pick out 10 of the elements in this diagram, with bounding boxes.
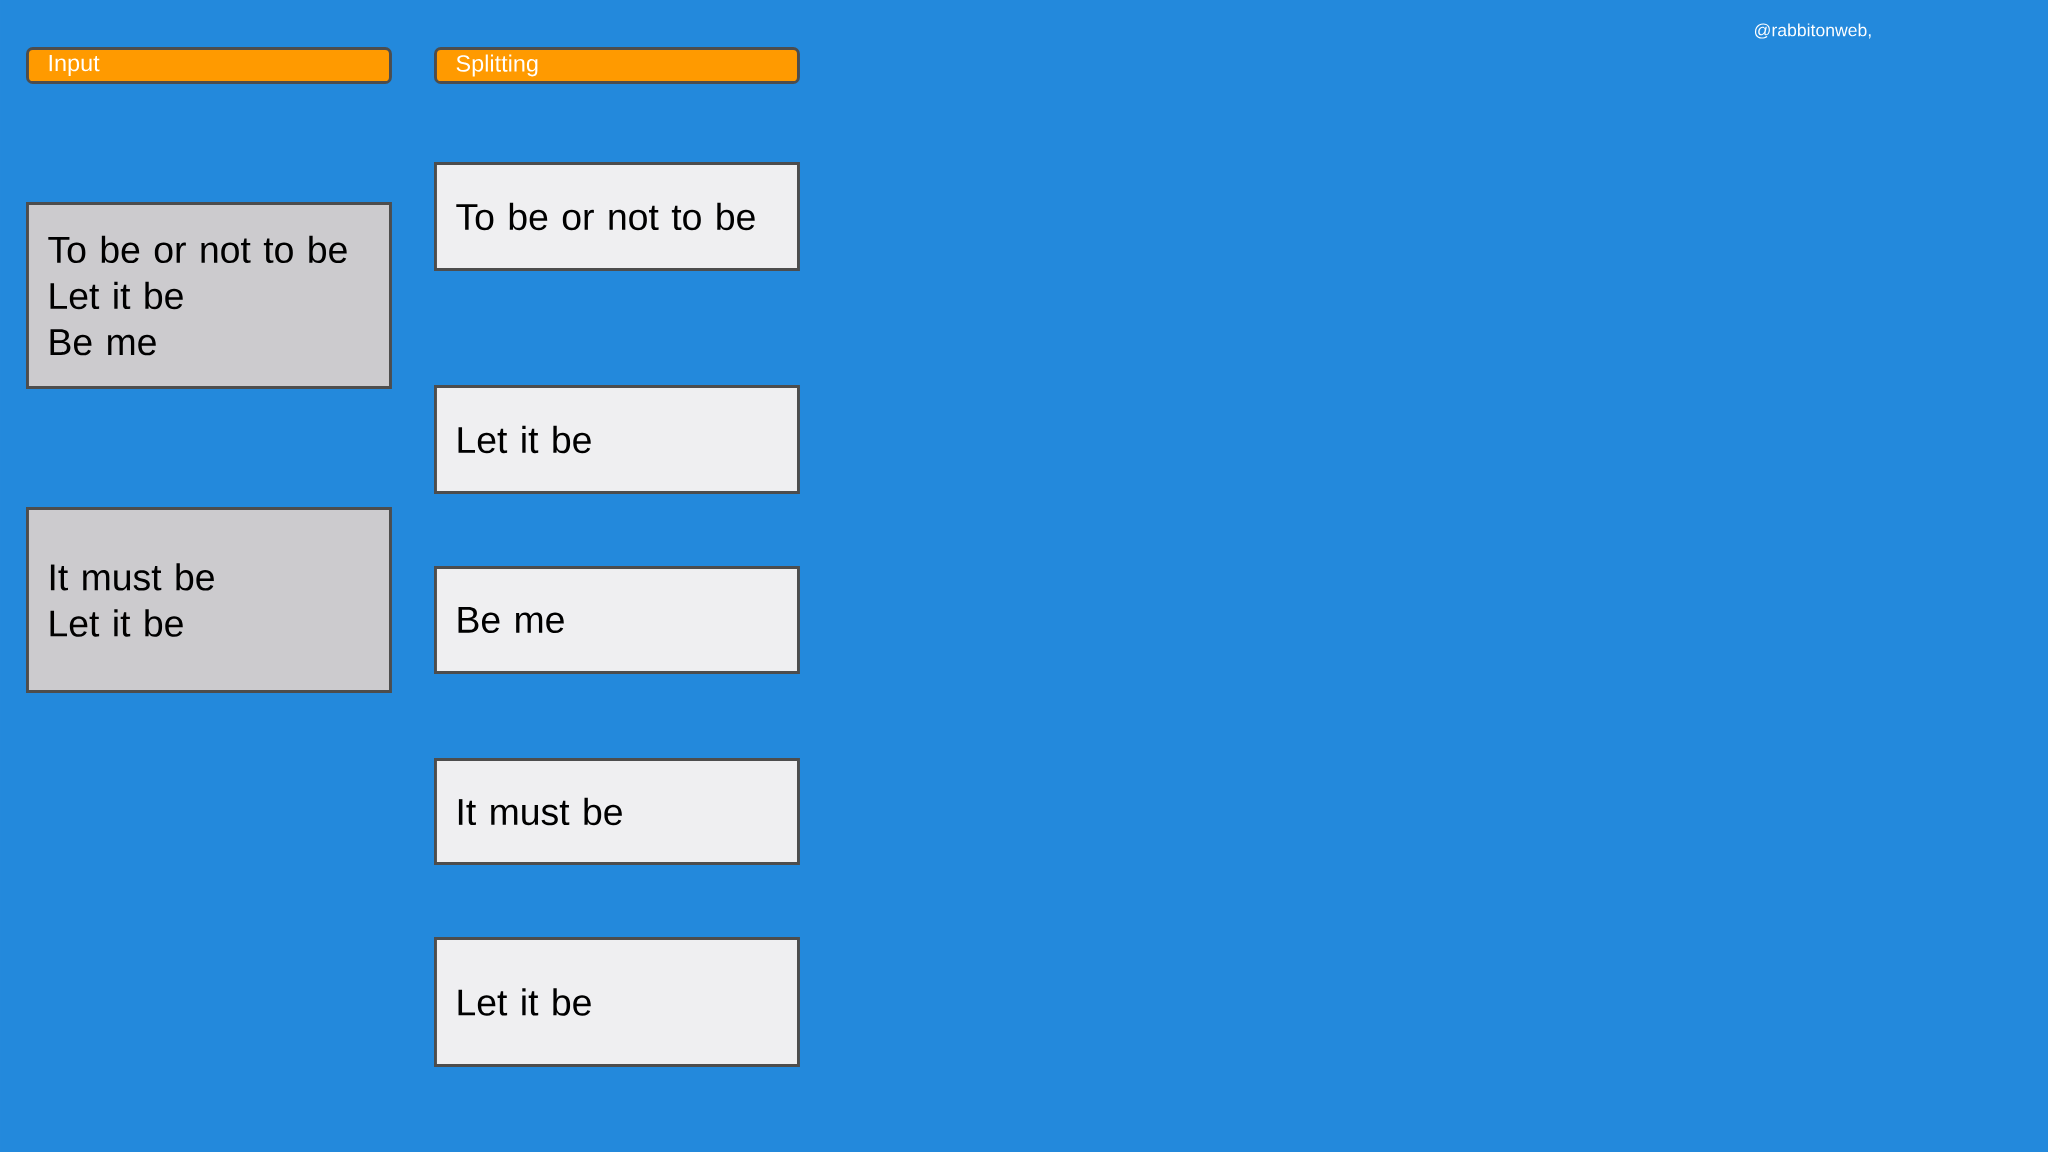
- text-box: Let it be: [434, 937, 800, 1067]
- text-box: To be or not to be Let it be Be me: [26, 202, 392, 389]
- handle-text: @rabbitonweb,: [1754, 23, 1871, 39]
- text-box: Be me: [434, 566, 800, 674]
- text-box: Let it be: [434, 385, 800, 494]
- text-box: It must be Let it be: [26, 507, 392, 693]
- text-box: It must be: [434, 758, 800, 865]
- header-band: Input: [26, 47, 392, 84]
- text-box: To be or not to be: [434, 162, 800, 271]
- header-band: Splitting: [434, 47, 800, 84]
